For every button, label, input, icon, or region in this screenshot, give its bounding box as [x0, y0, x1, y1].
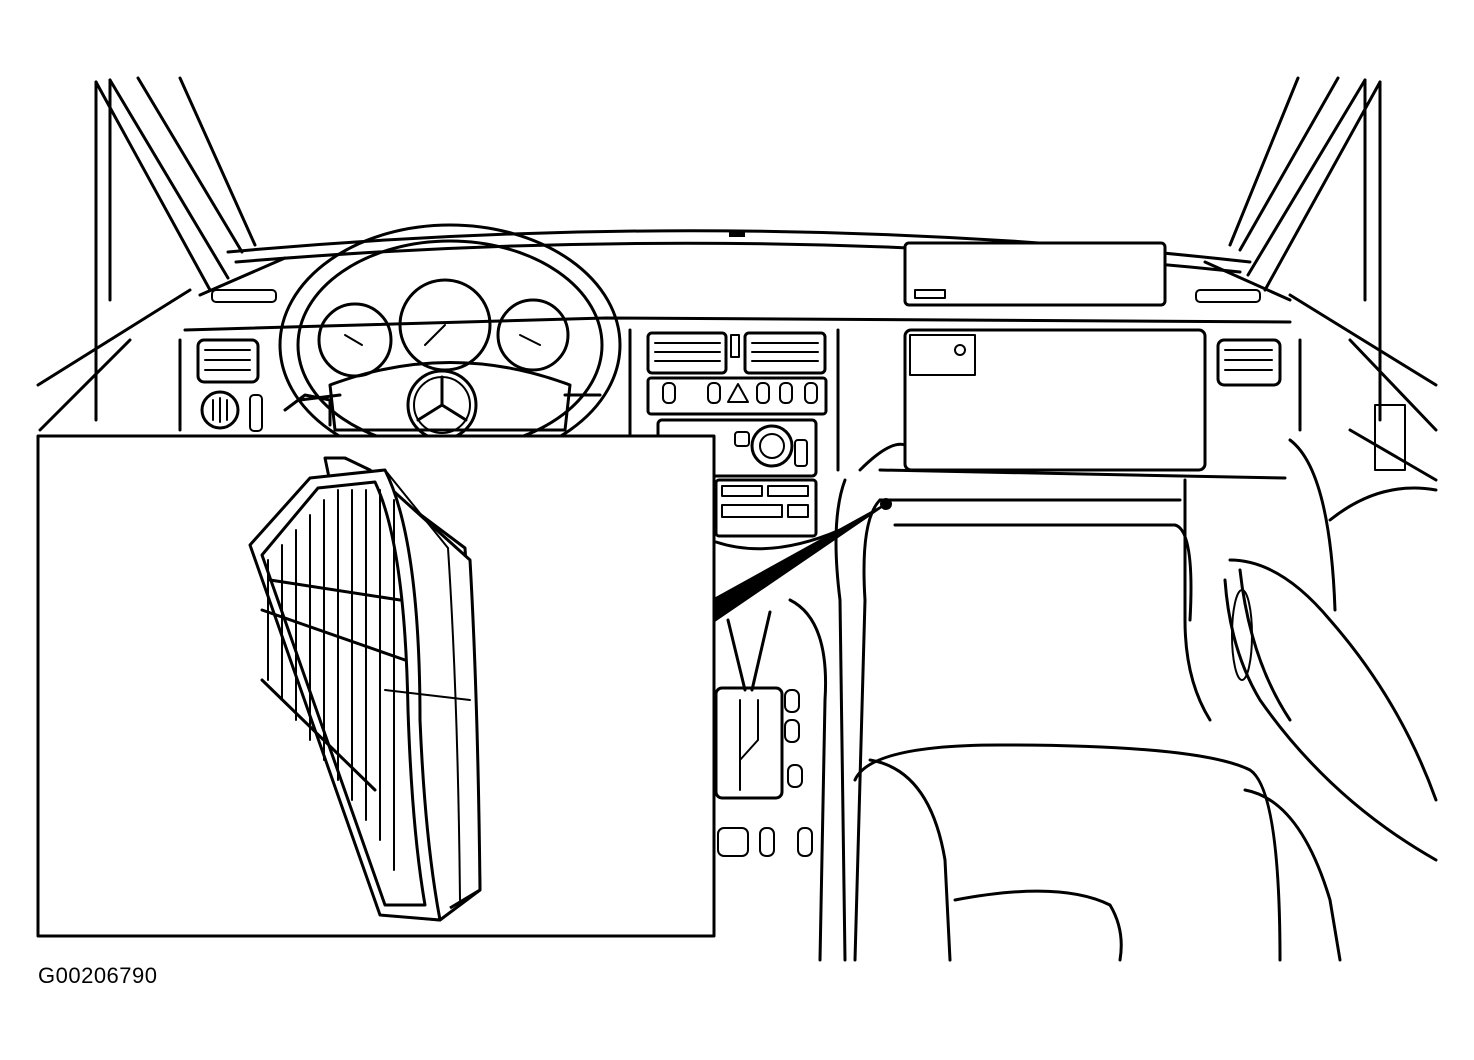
right-outer-vent — [1195, 289, 1282, 387]
location-pointer — [715, 503, 887, 622]
right-a-pillar — [1228, 76, 1438, 432]
left-dash-controls — [200, 390, 332, 432]
glove-box — [878, 328, 1287, 480]
right-door — [1223, 404, 1438, 862]
left-a-pillar — [36, 76, 257, 432]
steering-wheel — [278, 223, 622, 467]
passenger-seat — [853, 743, 1342, 962]
cabin-filter-icon — [248, 456, 482, 922]
figure-id-label: G00206790 — [38, 963, 158, 988]
center-console — [628, 328, 842, 962]
center-vents — [646, 331, 827, 375]
footwell — [834, 442, 1212, 962]
left-outer-vent — [196, 289, 277, 384]
